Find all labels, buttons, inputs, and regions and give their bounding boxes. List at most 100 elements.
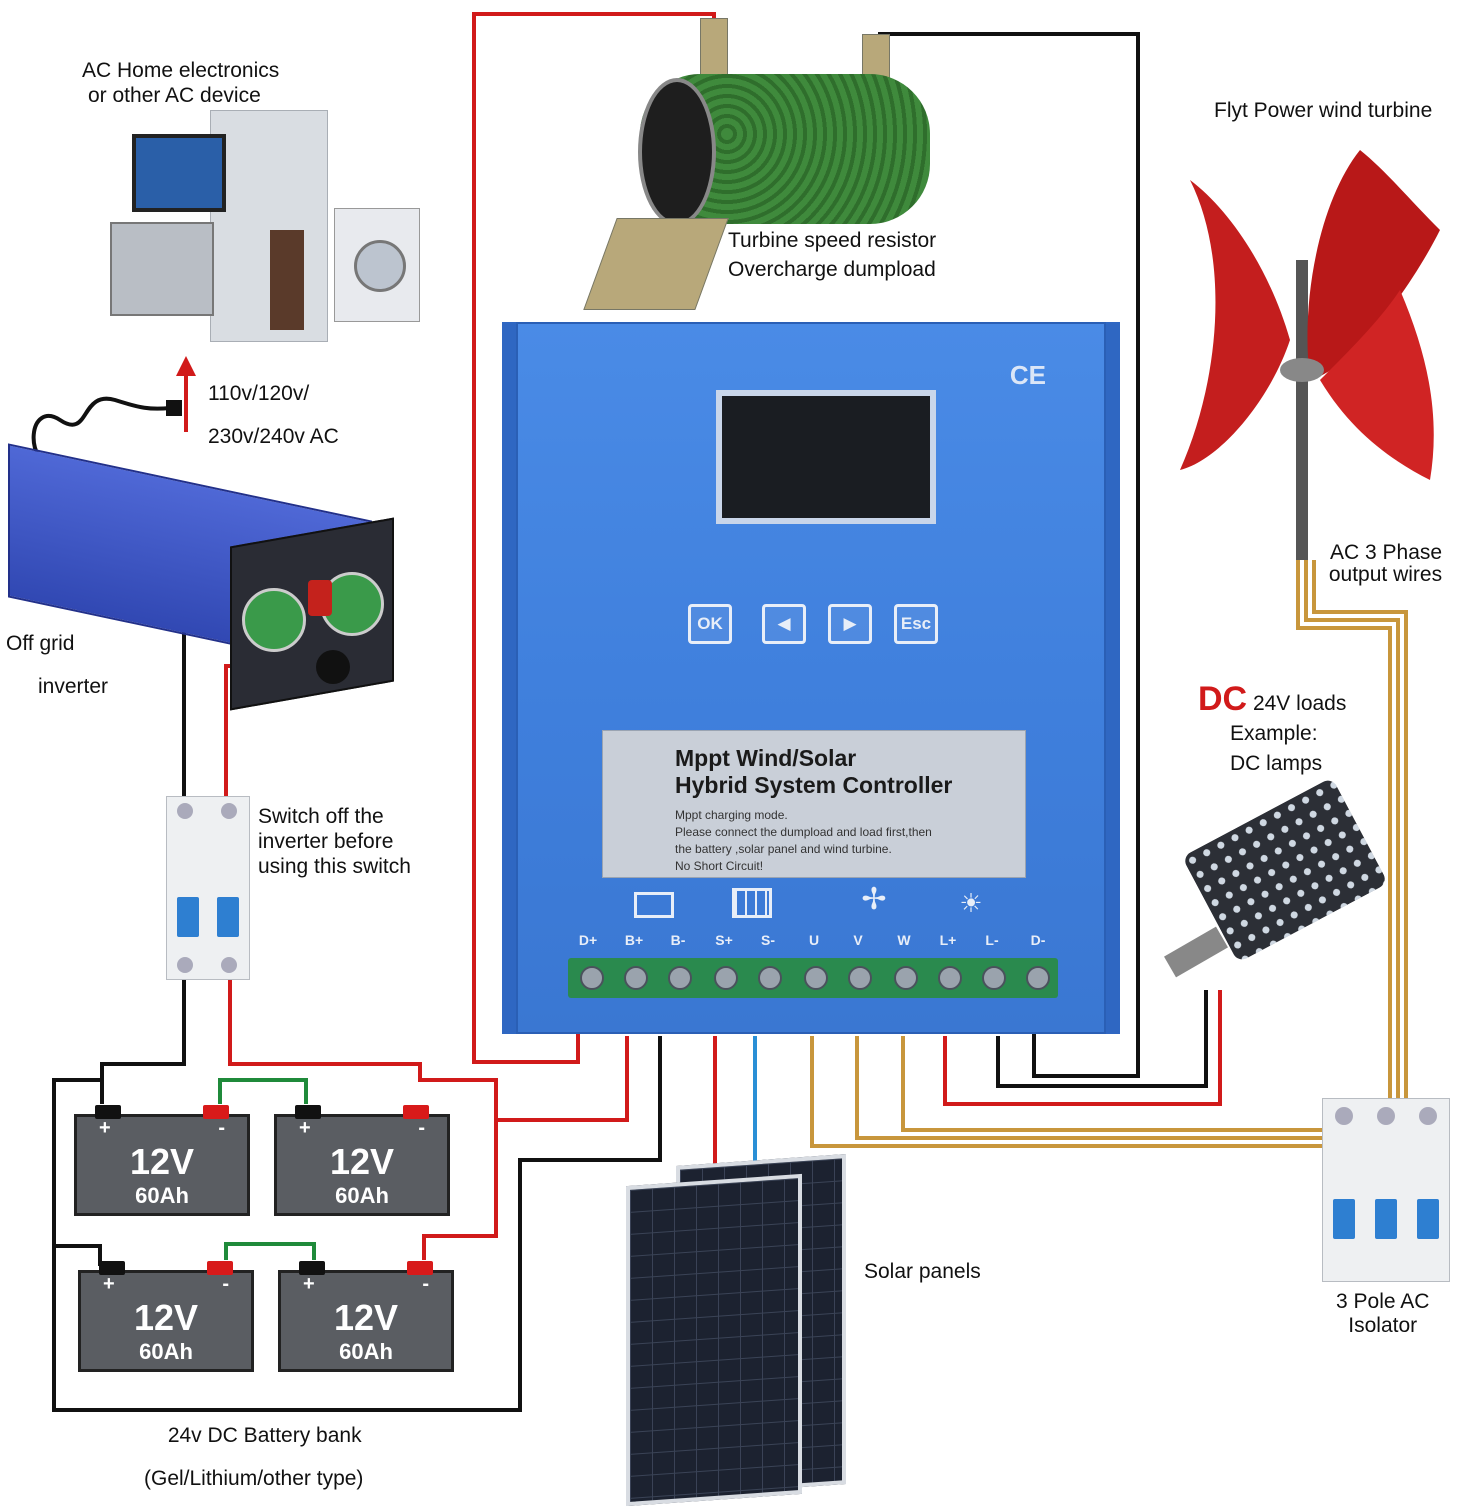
switch-note-label: Switch off the inverter before using thi…: [258, 805, 411, 878]
resistor-label: Turbine speed resistor Overcharge dumplo…: [728, 229, 937, 281]
terminal-screw[interactable]: [580, 966, 604, 990]
dc-loads-label: DC 24V loads Example: DC lamps: [1198, 680, 1347, 775]
terminal-screw[interactable]: [938, 966, 962, 990]
wire-phase-u: [810, 1036, 1322, 1148]
wire-series-top: [218, 1078, 308, 1104]
isolator-screw-3: [1419, 1107, 1437, 1125]
inverter-label: Off grid inverter: [6, 632, 109, 698]
screw-bottom-right: [221, 957, 237, 973]
terminal-label-l-minus: L-: [985, 932, 999, 948]
terminal-label-v: V: [853, 932, 863, 948]
terminal-label-d-plus: D+: [578, 932, 598, 948]
screw-bottom-left: [177, 957, 193, 973]
battery-terminal-negative: [299, 1261, 325, 1275]
hybrid-controller: CE OK ◀ ▶ Esc Mppt Wind/Solar Hybrid Sys…: [502, 322, 1120, 1034]
solar-terminal-icon: [732, 888, 772, 918]
terminal-screw[interactable]: [982, 966, 1006, 990]
wire-dumpload-positive: [472, 12, 716, 1064]
terminal-label-b-plus: B+: [624, 932, 644, 948]
terminal-label-u: U: [808, 932, 820, 948]
battery-terminal-negative: [99, 1261, 125, 1275]
isolator-handle-1[interactable]: [1333, 1199, 1355, 1239]
screw-top-right: [221, 803, 237, 819]
controller-instructions: Mppt charging mode. Please connect the d…: [675, 808, 932, 873]
lamp-arm: [1164, 926, 1228, 978]
battery-terminal-positive: [203, 1105, 229, 1119]
right-button[interactable]: ▶: [828, 604, 872, 644]
speaker-shape: [270, 230, 304, 330]
terminal-screw[interactable]: [758, 966, 782, 990]
turbine-terminal-icon: ✢: [861, 883, 887, 916]
battery-capacity: 60Ah: [139, 1339, 193, 1364]
wire-load-negative: [996, 990, 1208, 1088]
wire-switch-positive: [228, 980, 498, 1260]
battery-2: + - 12V 60Ah: [274, 1105, 450, 1216]
terminal-label-d-minus: D-: [1030, 932, 1046, 948]
terminal-label-s-plus: S+: [715, 932, 733, 948]
battery-voltage: 12V: [129, 1141, 195, 1182]
dc-breaker-switch[interactable]: [166, 796, 250, 980]
plug-cord-icon: [31, 396, 182, 477]
wire-load-positive: [943, 990, 1222, 1106]
battery-terminal-positive: [403, 1105, 429, 1119]
washer-door: [354, 240, 406, 292]
breaker-handle-right[interactable]: [217, 897, 239, 937]
wind-turbine-label: Flyt Power wind turbine: [1214, 99, 1433, 122]
battery-4: + - 12V 60Ah: [278, 1261, 454, 1372]
terminal-screw[interactable]: [1026, 966, 1050, 990]
isolator-label: 3 Pole AC Isolator: [1336, 1290, 1430, 1337]
fan-icon: [242, 588, 306, 652]
wire-battery-positive: [498, 1036, 629, 1122]
battery-bank-label: 24v DC Battery bank (Gel/Lithium/other t…: [144, 1424, 364, 1490]
terminal-label-l-plus: L+: [939, 932, 957, 948]
ok-button[interactable]: OK: [688, 604, 732, 644]
ac-isolator-switch[interactable]: [1322, 1098, 1450, 1282]
terminal-label-w: W: [897, 932, 911, 948]
isolator-screw-2: [1377, 1107, 1395, 1125]
solar-panels-label: Solar panels: [864, 1260, 981, 1283]
terminal-screw[interactable]: [804, 966, 828, 990]
ac-appliances-image: [110, 110, 420, 360]
inverter-switch: [308, 580, 332, 616]
terminal-label-s-minus: S-: [761, 932, 775, 948]
resistor-end-cap: [638, 78, 716, 226]
ce-mark: CE: [1009, 360, 1046, 390]
ac-output-label: AC 3 Phase output wires: [1328, 541, 1443, 586]
terminal-screw[interactable]: [894, 966, 918, 990]
battery-terminal-positive: [407, 1261, 433, 1275]
lcd-screen: [716, 390, 936, 524]
wire-bank-link: [52, 1078, 100, 1246]
wind-turbine-image: [1180, 150, 1440, 560]
battery-capacity: 60Ah: [335, 1183, 389, 1208]
terminal-screw[interactable]: [624, 966, 648, 990]
left-button[interactable]: ◀: [762, 604, 806, 644]
solar-panel-front[interactable]: [626, 1173, 802, 1506]
ac-voltage-label: 110v/120v/ 230v/240v AC: [208, 382, 339, 448]
terminal-screw[interactable]: [668, 966, 692, 990]
battery-terminal-negative: [95, 1105, 121, 1119]
dc-lamp-image: [1160, 777, 1389, 990]
isolator-handle-2[interactable]: [1375, 1199, 1397, 1239]
esc-button[interactable]: Esc: [894, 604, 938, 644]
inverter-knob: [316, 650, 350, 684]
isolator-handle-3[interactable]: [1417, 1199, 1439, 1239]
wire-switch-negative: [100, 980, 186, 1104]
battery-voltage: 12V: [329, 1141, 395, 1182]
ac-devices-label: AC Home electronics or other AC device: [82, 59, 280, 107]
breaker-handle-left[interactable]: [177, 897, 199, 937]
wire-series-bottom: [224, 1242, 316, 1260]
screw-top-left: [177, 803, 193, 819]
dc-prefix: DC: [1198, 680, 1248, 718]
wire-phase-w: [901, 1036, 1322, 1132]
wire-battery-negative: [52, 1036, 662, 1412]
monitor-shape: [132, 134, 226, 212]
battery-terminal-icon: [634, 892, 674, 918]
terminal-screw[interactable]: [714, 966, 738, 990]
dumpload-resistor-image: [583, 18, 940, 318]
terminal-screw[interactable]: [848, 966, 872, 990]
oven-shape: [110, 222, 214, 316]
load-terminal-icon: ☀: [959, 888, 983, 918]
wire-turbine-2: [1304, 560, 1400, 1100]
terminal-block: [568, 958, 1058, 998]
